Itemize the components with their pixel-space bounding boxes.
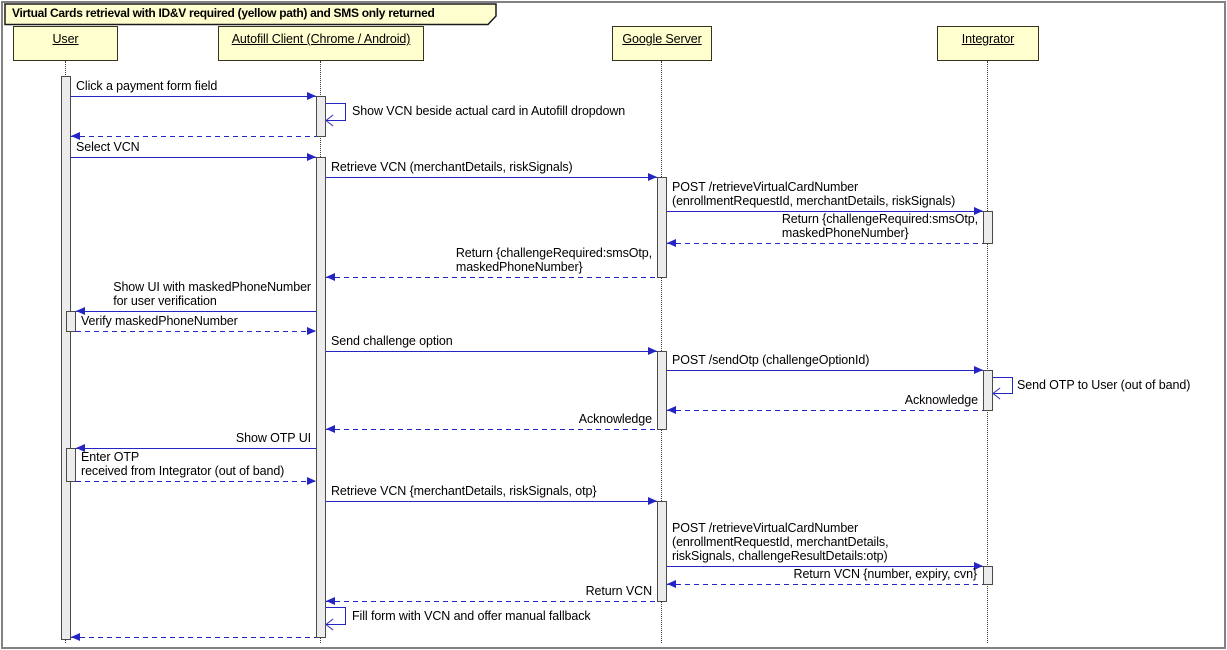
message-label: POST /sendOtp (challengeOptionId) bbox=[672, 353, 870, 367]
activation-bar-integrator-2 bbox=[983, 370, 993, 411]
self-message-show-vcn bbox=[325, 103, 346, 127]
participant-google-server: Google Server bbox=[612, 26, 712, 61]
message-label: Return {challengeRequired:smsOtp,maskedP… bbox=[455, 246, 652, 274]
activation-bar-user bbox=[61, 76, 71, 640]
participant-user-label: User bbox=[52, 32, 79, 46]
message-arrow-select-vcn bbox=[71, 153, 316, 161]
participant-user: User bbox=[13, 26, 118, 61]
activation-bar-google-1 bbox=[657, 177, 667, 278]
message-arrow-show-otp-ui bbox=[76, 444, 316, 452]
activation-bar-integrator-1 bbox=[983, 211, 993, 244]
message-label: POST /retrieveVirtualCardNumber(enrollme… bbox=[672, 180, 956, 208]
message-arrow-post-sendotp bbox=[667, 366, 983, 374]
activation-bar-integrator-3 bbox=[983, 566, 993, 585]
activation-bar-user-nested-2 bbox=[66, 448, 76, 482]
self-message-send-otp bbox=[992, 377, 1013, 400]
message-arrow-show-ui bbox=[76, 307, 316, 315]
message-arrow-final-return bbox=[71, 633, 316, 641]
message-arrow-post-retrieve-2 bbox=[667, 562, 983, 570]
message-arrow-ack-2 bbox=[326, 425, 657, 433]
message-label: Return VCN bbox=[585, 584, 652, 598]
message-label: Send OTP to User (out of band) bbox=[1017, 378, 1191, 392]
participant-integrator: Integrator bbox=[937, 26, 1039, 61]
diagram-title: Virtual Cards retrieval with ID&V requir… bbox=[12, 6, 435, 20]
activation-bar-google-3 bbox=[657, 501, 667, 602]
participant-google-server-label: Google Server bbox=[622, 32, 702, 46]
message-label: Click a payment form field bbox=[76, 79, 218, 93]
activation-bar-autofill-1 bbox=[316, 96, 326, 137]
message-label: Verify maskedPhoneNumber bbox=[81, 314, 238, 328]
message-arrow-ack-1 bbox=[667, 406, 983, 414]
message-label: Acknowledge bbox=[904, 393, 978, 407]
message-arrow-return-dropdown bbox=[71, 132, 316, 140]
message-arrow-return-vcn-2 bbox=[326, 597, 657, 605]
message-label: Retrieve VCN {merchantDetails, riskSigna… bbox=[331, 484, 597, 498]
title-frame-shape bbox=[4, 3, 497, 26]
message-label: Send challenge option bbox=[331, 334, 453, 348]
message-label: POST /retrieveVirtualCardNumber(enrollme… bbox=[672, 521, 889, 563]
message-label: Return VCN {number, expiry, cvn} bbox=[793, 567, 978, 581]
participant-autofill-client: Autofill Client (Chrome / Android) bbox=[218, 26, 424, 61]
message-arrow-enter-otp bbox=[76, 477, 316, 485]
message-arrow-verify-phone bbox=[76, 327, 316, 335]
activation-bar-google-2 bbox=[657, 351, 667, 430]
lifeline-integrator bbox=[987, 61, 988, 643]
message-arrow-retrieve-vcn-1 bbox=[326, 173, 657, 181]
message-label: Select VCN bbox=[76, 140, 140, 154]
message-arrow-return-challenge-2 bbox=[326, 273, 657, 281]
message-arrow-post-retrieve-1 bbox=[667, 207, 983, 215]
message-arrow-return-challenge-1 bbox=[667, 239, 983, 247]
message-label: Return {challengeRequired:smsOtp,maskedP… bbox=[781, 212, 978, 240]
message-arrow-send-challenge bbox=[326, 347, 657, 355]
message-label: Show OTP UI bbox=[235, 431, 311, 445]
message-arrow-click-payment-field bbox=[71, 92, 316, 100]
title-frame: Virtual Cards retrieval with ID&V requir… bbox=[4, 3, 501, 27]
participant-autofill-client-label: Autofill Client (Chrome / Android) bbox=[231, 32, 411, 46]
participant-integrator-label: Integrator bbox=[961, 32, 1015, 46]
message-label: Fill form with VCN and offer manual fall… bbox=[352, 609, 591, 623]
message-label: Show VCN beside actual card in Autofill … bbox=[352, 104, 626, 118]
message-arrow-retrieve-vcn-2 bbox=[326, 497, 657, 505]
message-arrow-return-vcn-1 bbox=[667, 580, 983, 588]
self-message-fill-form bbox=[325, 607, 346, 631]
message-label: Acknowledge bbox=[578, 412, 652, 426]
message-label: Retrieve VCN (merchantDetails, riskSigna… bbox=[331, 160, 573, 174]
activation-bar-autofill-main bbox=[316, 157, 326, 638]
activation-bar-user-nested-1 bbox=[66, 311, 76, 332]
